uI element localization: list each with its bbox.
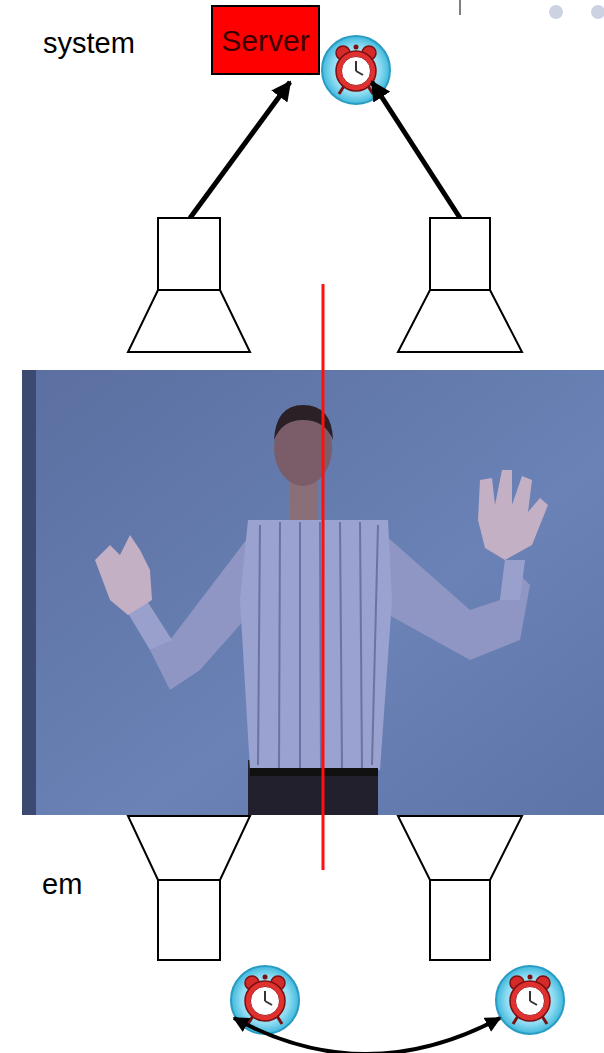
camera-symbol: [398, 816, 522, 960]
camera-symbol: [398, 218, 522, 352]
leader-line: [460, 0, 461, 15]
side-label: system: [43, 27, 135, 60]
bullet-dot: [591, 5, 604, 19]
sync-arrow: [234, 1018, 500, 1053]
upload-arrow: [190, 82, 290, 218]
camera-symbol: [128, 218, 250, 352]
upload-arrow: [372, 82, 460, 218]
server-box: Server: [211, 5, 320, 75]
camera-symbol: [128, 816, 250, 960]
bullet-dot: [549, 5, 563, 19]
node-label: Server: [221, 24, 309, 57]
side-label: em: [42, 868, 82, 901]
divider-line: [322, 284, 325, 870]
photo: [22, 370, 604, 815]
clock-icon: [496, 966, 564, 1034]
